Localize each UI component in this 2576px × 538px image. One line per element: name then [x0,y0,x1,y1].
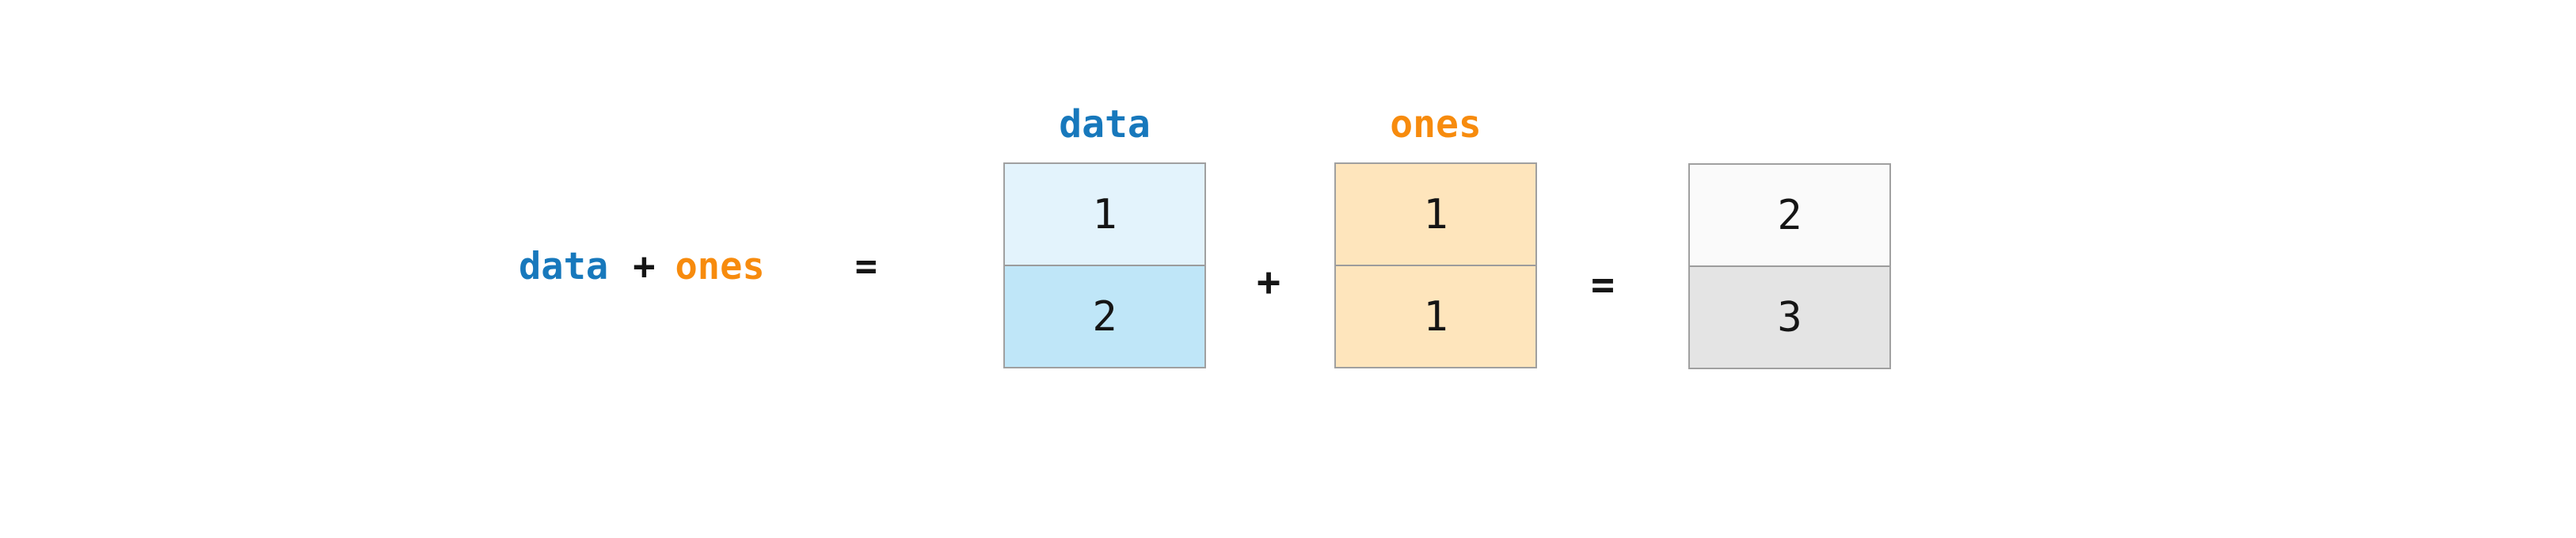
ones-array-cell-0: 1 [1336,164,1535,265]
ones-array-label: ones [1390,102,1482,147]
expression-right-operand: ones [675,245,765,288]
ones-array-box: 1 1 [1334,162,1537,368]
data-array-cell-0: 1 [1005,164,1204,265]
plus-operator: + [1256,259,1281,305]
expression-equals-operator: = [854,245,877,288]
data-array-cell-1: 2 [1005,265,1204,367]
ones-array-cell-1: 1 [1336,265,1535,367]
equals-operator: = [1590,261,1615,307]
result-array-cell-1: 3 [1690,265,1889,368]
data-array-box: 1 2 [1003,162,1206,368]
expression-left-operand: data [519,245,609,288]
expression: data + ones = [519,246,877,288]
data-array-label: data [1059,102,1151,147]
result-array-cell-0: 2 [1690,165,1889,265]
result-array-box: 2 3 [1688,163,1891,369]
expression-plus-operator: + [633,245,656,288]
